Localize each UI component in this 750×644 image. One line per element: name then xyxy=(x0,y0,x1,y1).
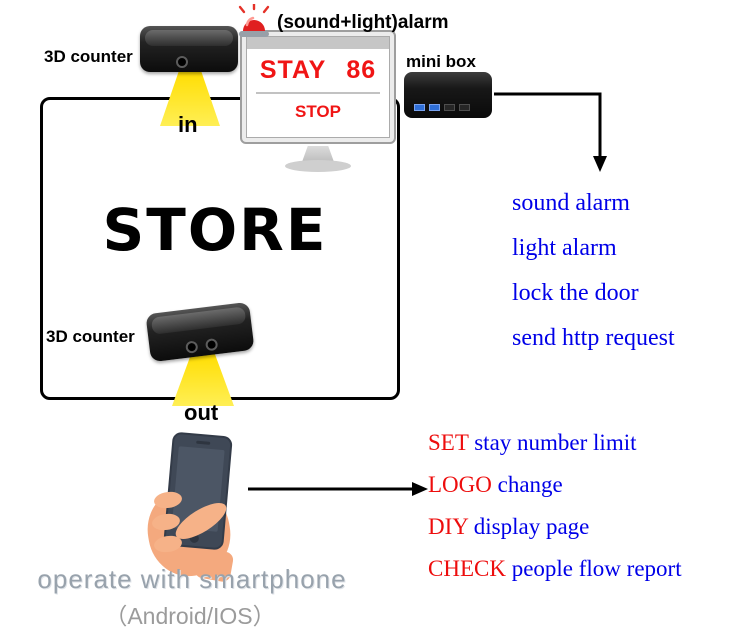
feature-text: people flow report xyxy=(511,556,682,581)
stay-label: STAY xyxy=(259,56,327,84)
mini-box-label: mini box xyxy=(406,52,476,71)
monitor-stand-neck xyxy=(302,146,334,162)
monitor-screen: STAY 86 STOP xyxy=(246,36,390,138)
alarm-action-item: sound alarm xyxy=(512,190,630,216)
screen-header-band xyxy=(247,37,389,49)
feature-text: display page xyxy=(473,514,590,539)
in-label: in xyxy=(178,112,198,137)
stay-count-row: STAY 86 xyxy=(247,49,389,85)
arrowhead-down-icon xyxy=(593,156,607,172)
phone-earpiece-icon xyxy=(196,440,211,445)
alarm-action-item: send http request xyxy=(512,325,675,351)
out-label: out xyxy=(184,400,219,425)
alarm-label: (sound+light)alarm xyxy=(277,12,449,33)
display-monitor: STAY 86 STOP xyxy=(240,30,396,144)
screen-divider xyxy=(256,92,380,94)
feature-keyword: LOGO xyxy=(428,472,492,497)
smartphone-in-hand-illustration xyxy=(138,430,256,583)
port-icon xyxy=(444,104,455,111)
feature-text: change xyxy=(497,472,563,497)
alarm-action-item: light alarm xyxy=(512,235,617,261)
feature-item: CHECK people flow report xyxy=(428,556,682,582)
counter-in-label: 3D counter xyxy=(44,47,133,66)
feature-keyword: SET xyxy=(428,430,469,455)
counter-in-device xyxy=(140,26,238,72)
feature-keyword: DIY xyxy=(428,514,469,539)
arrow-minibox-to-actions xyxy=(494,92,602,158)
feature-keyword: CHECK xyxy=(428,556,506,581)
counter-out-label: 3D counter xyxy=(46,327,135,346)
siren-icon xyxy=(238,4,270,37)
monitor-stand-base xyxy=(285,160,351,172)
mini-box-device xyxy=(404,72,492,118)
platform-caption: （Android/IOS） xyxy=(104,603,276,629)
stay-value: 86 xyxy=(346,56,377,84)
app-features-list: SET stay number limit LOGO change DIY di… xyxy=(428,430,682,598)
feature-text: stay number limit xyxy=(474,430,637,455)
mini-box-ports xyxy=(414,104,470,111)
alarm-actions-list: sound alarm light alarm lock the door se… xyxy=(512,190,675,370)
usb-port-icon xyxy=(414,104,425,111)
camera-lens-icon xyxy=(185,340,199,354)
arrowhead-right-icon xyxy=(412,482,428,496)
alarm-action-item: lock the door xyxy=(512,280,639,306)
stop-label: STOP xyxy=(295,102,341,121)
store-label: STORE xyxy=(102,196,328,264)
feature-item: DIY display page xyxy=(428,514,682,540)
port-icon xyxy=(459,104,470,111)
camera-lens-icon xyxy=(176,56,188,68)
camera-lens-icon xyxy=(204,337,219,352)
smartphone-caption: operate with smartphone xyxy=(37,564,347,594)
usb-port-icon xyxy=(429,104,440,111)
feature-item: SET stay number limit xyxy=(428,430,682,456)
feature-item: LOGO change xyxy=(428,472,682,498)
